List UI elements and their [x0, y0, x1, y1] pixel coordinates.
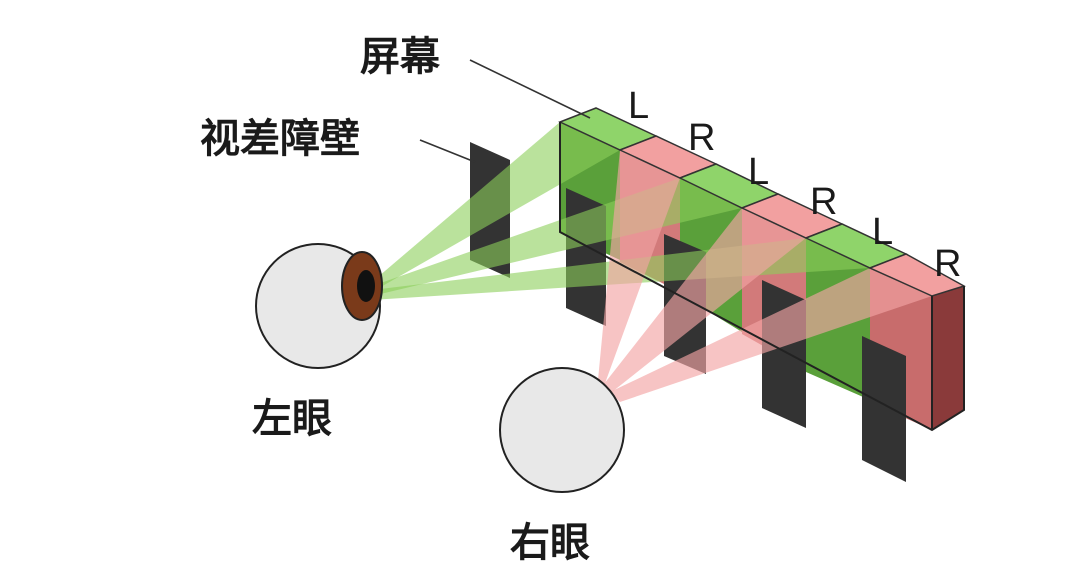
screen-pointer-line: [469, 59, 591, 119]
barrier-slat: [862, 336, 906, 482]
barrier-pointer-line: [419, 139, 476, 163]
pixel-label: L: [872, 211, 893, 253]
pixel-label: R: [934, 243, 961, 285]
pixel-label: L: [628, 85, 649, 127]
pixel-label: L: [748, 151, 769, 193]
screen-pixel-strip: [558, 107, 966, 432]
parallax-barrier-label: 视差障壁: [200, 116, 360, 162]
screen-label: 屏幕: [360, 34, 441, 80]
pixel-label: R: [810, 181, 837, 223]
right-eye-icon: [499, 367, 625, 493]
left-eye-label: 左眼: [252, 396, 332, 442]
left-eye-icon: [255, 243, 383, 369]
right-eye-beams: [598, 150, 932, 402]
pixel-label: R: [688, 117, 715, 159]
right-eye-label: 右眼: [510, 520, 590, 566]
